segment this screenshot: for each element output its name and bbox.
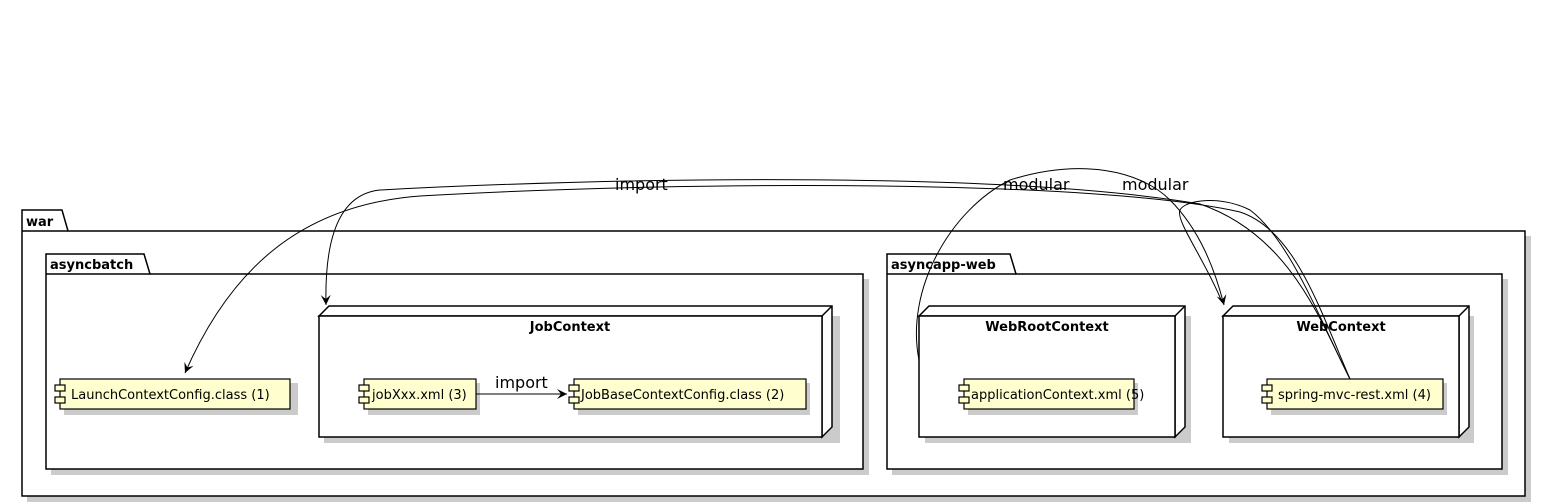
edge-import-inner-label: import [495, 373, 548, 392]
edge-import-top-label: import [615, 175, 668, 194]
node-job-context-label: JobContext [529, 320, 610, 335]
package-asyncbatch-label: asyncbatch [50, 258, 133, 273]
component-job-base-context-config-label: JobBaseContextConfig.class (2) [580, 388, 784, 403]
package-war-label: war [26, 215, 54, 230]
package-asyncapp-web-label: asyncapp-web [891, 258, 996, 273]
component-application-context: applicationContext.xml (5) [958, 378, 1144, 415]
edge-modular-right: modular [1122, 175, 1351, 380]
edge-modular-left-label: modular [1003, 175, 1070, 194]
edge-import-to-launch [184, 184, 1351, 380]
node-job-context: JobContext [317, 305, 840, 443]
edge-modular-right-label: modular [1122, 175, 1189, 194]
component-spring-mvc-rest: spring-mvc-rest.xml (4) [1261, 378, 1447, 415]
edge-modular-left: modular [915, 168, 1227, 361]
component-application-context-label: applicationContext.xml (5) [971, 388, 1144, 403]
edge-import-inner: import [476, 373, 567, 399]
node-web-root-context-label: WebRootContext [985, 320, 1108, 335]
component-spring-mvc-rest-label: spring-mvc-rest.xml (4) [1278, 388, 1431, 403]
node-web-context-label: WebContext [1296, 320, 1385, 335]
component-launch-context-config: LaunchContextConfig.class (1) [54, 378, 298, 415]
component-job-xxx-label: jobXxx.xml (3) [371, 388, 467, 403]
component-job-xxx: jobXxx.xml (3) [358, 378, 480, 415]
node-web-root-context: WebRootContext [917, 305, 1191, 443]
edge-import-to-jobcontext: import [320, 175, 1351, 380]
component-job-base-context-config: JobBaseContextConfig.class (2) [568, 378, 810, 415]
component-launch-context-config-label: LaunchContextConfig.class (1) [71, 388, 270, 403]
